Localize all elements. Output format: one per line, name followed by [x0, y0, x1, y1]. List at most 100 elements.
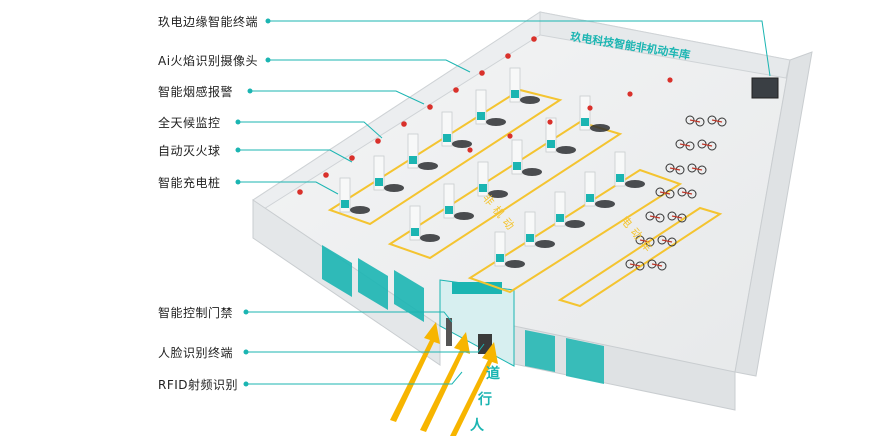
label-ai-camera: Ai火焰识别摄像头 [158, 54, 259, 68]
charging-pile [339, 177, 351, 213]
label-charging-pile: 智能充电桩 [158, 176, 221, 190]
charging-pile-panel [479, 184, 487, 192]
bicycle-wheel [635, 261, 645, 271]
smoke-alarm [667, 77, 673, 83]
charging-pile-panel [411, 228, 419, 236]
label-edge-terminal: 玖电边缘智能终端 [158, 15, 259, 29]
bicycle-wheel [695, 117, 705, 127]
fire-ball [323, 172, 329, 178]
fire-ball [505, 53, 511, 59]
charging-pile-panel [556, 214, 564, 222]
e-scooter [535, 240, 555, 248]
smoke-alarm [547, 119, 553, 125]
bicycle-wheel [685, 141, 695, 151]
charging-pile [443, 183, 455, 219]
charging-pile [509, 67, 521, 103]
bicycle-wheel [687, 163, 697, 173]
bicycle-frame [689, 119, 701, 123]
bicycle-wheel [667, 211, 677, 221]
charging-pile-panel [443, 134, 451, 142]
pedestrian-mark-1: 道 [486, 365, 500, 382]
bicycle-wheel [707, 115, 717, 125]
charging-pile [477, 161, 489, 197]
bicycle-frame [661, 239, 673, 243]
bicycle-wheel [697, 139, 707, 149]
e-scooter [488, 190, 508, 198]
bicycle-wheel [645, 211, 655, 221]
label-access-control: 智能控制门禁 [158, 306, 234, 320]
charging-pile-panel [547, 140, 555, 148]
charging-pile [524, 211, 536, 247]
label-face-terminal: 人脸识别终端 [158, 346, 234, 360]
charging-pile [475, 89, 487, 125]
bicycle-frame [651, 263, 663, 267]
e-scooter [384, 184, 404, 192]
charging-pile-panel [375, 178, 383, 186]
charging-pile [494, 231, 506, 267]
charging-pile [584, 171, 596, 207]
callout-lines [238, 20, 771, 385]
label-fire-ball: 自动灭火球 [158, 144, 221, 158]
entrance-gate [439, 279, 515, 367]
charging-pile-panel [616, 174, 624, 182]
fire-ball [453, 87, 459, 93]
e-scooter [520, 96, 540, 104]
e-scooter [556, 146, 576, 154]
charging-pile-panel [586, 194, 594, 202]
fire-ball [479, 70, 485, 76]
bicycle-frame [671, 215, 683, 219]
bicycle-frame [679, 143, 691, 147]
e-scooter [350, 206, 370, 214]
e-scooter [522, 168, 542, 176]
wall-info-panels-right [525, 330, 604, 384]
label-weather-monitor: 全天候监控 [158, 116, 221, 130]
label-smoke-alarm: 智能烟感报警 [158, 85, 234, 99]
charging-pile [407, 133, 419, 169]
charging-pile-panel [341, 200, 349, 208]
wall-info-panels [322, 245, 424, 322]
bicycle-wheel [665, 163, 675, 173]
smoke-alarm [587, 105, 593, 111]
label-rfid: RFID射频识别 [158, 378, 239, 392]
bicycle-wheel [707, 141, 717, 151]
entrance-arrows [390, 322, 498, 436]
charging-pile-panel [409, 156, 417, 164]
bicycle-frame [711, 119, 723, 123]
charging-pile [614, 151, 626, 187]
leader-access-control [246, 311, 453, 323]
bicycle-wheel [697, 165, 707, 175]
bicycle-wheel [675, 165, 685, 175]
e-scooter [452, 140, 472, 148]
bicycle-wheel [657, 235, 667, 245]
bicycle-wheel [665, 189, 675, 199]
bicycle-wheel [667, 237, 677, 247]
charging-pile-panel [477, 112, 485, 120]
e-scooter [625, 180, 645, 188]
e-scooter [454, 212, 474, 220]
back-wall-right [539, 11, 791, 79]
bicycle-wheel [657, 261, 667, 271]
leader-fire-ball [238, 149, 353, 163]
right-wall [734, 51, 813, 377]
charging-pile [373, 155, 385, 191]
e-scooter [420, 234, 440, 242]
bicycle-wheel [655, 187, 665, 197]
leader-weather-monitor [238, 121, 383, 139]
charging-pile [511, 139, 523, 175]
pedestrian-mark-3: 人 [470, 417, 485, 434]
charging-stalls [339, 67, 645, 268]
bicycle-frame [659, 191, 671, 195]
smoke-alarm [627, 91, 633, 97]
charging-pile [409, 205, 421, 241]
bicycle-frame [669, 167, 681, 171]
edge-terminal-box [751, 77, 779, 99]
bicycle-wheel [625, 259, 635, 269]
fire-ball [427, 104, 433, 110]
e-scooter [418, 162, 438, 170]
bicycle-wheel [687, 189, 697, 199]
bicycle-rows [625, 115, 727, 271]
pedestrian-mark-2: 行 [477, 391, 492, 408]
bicycle-frame [701, 143, 713, 147]
charging-pile [545, 117, 557, 153]
